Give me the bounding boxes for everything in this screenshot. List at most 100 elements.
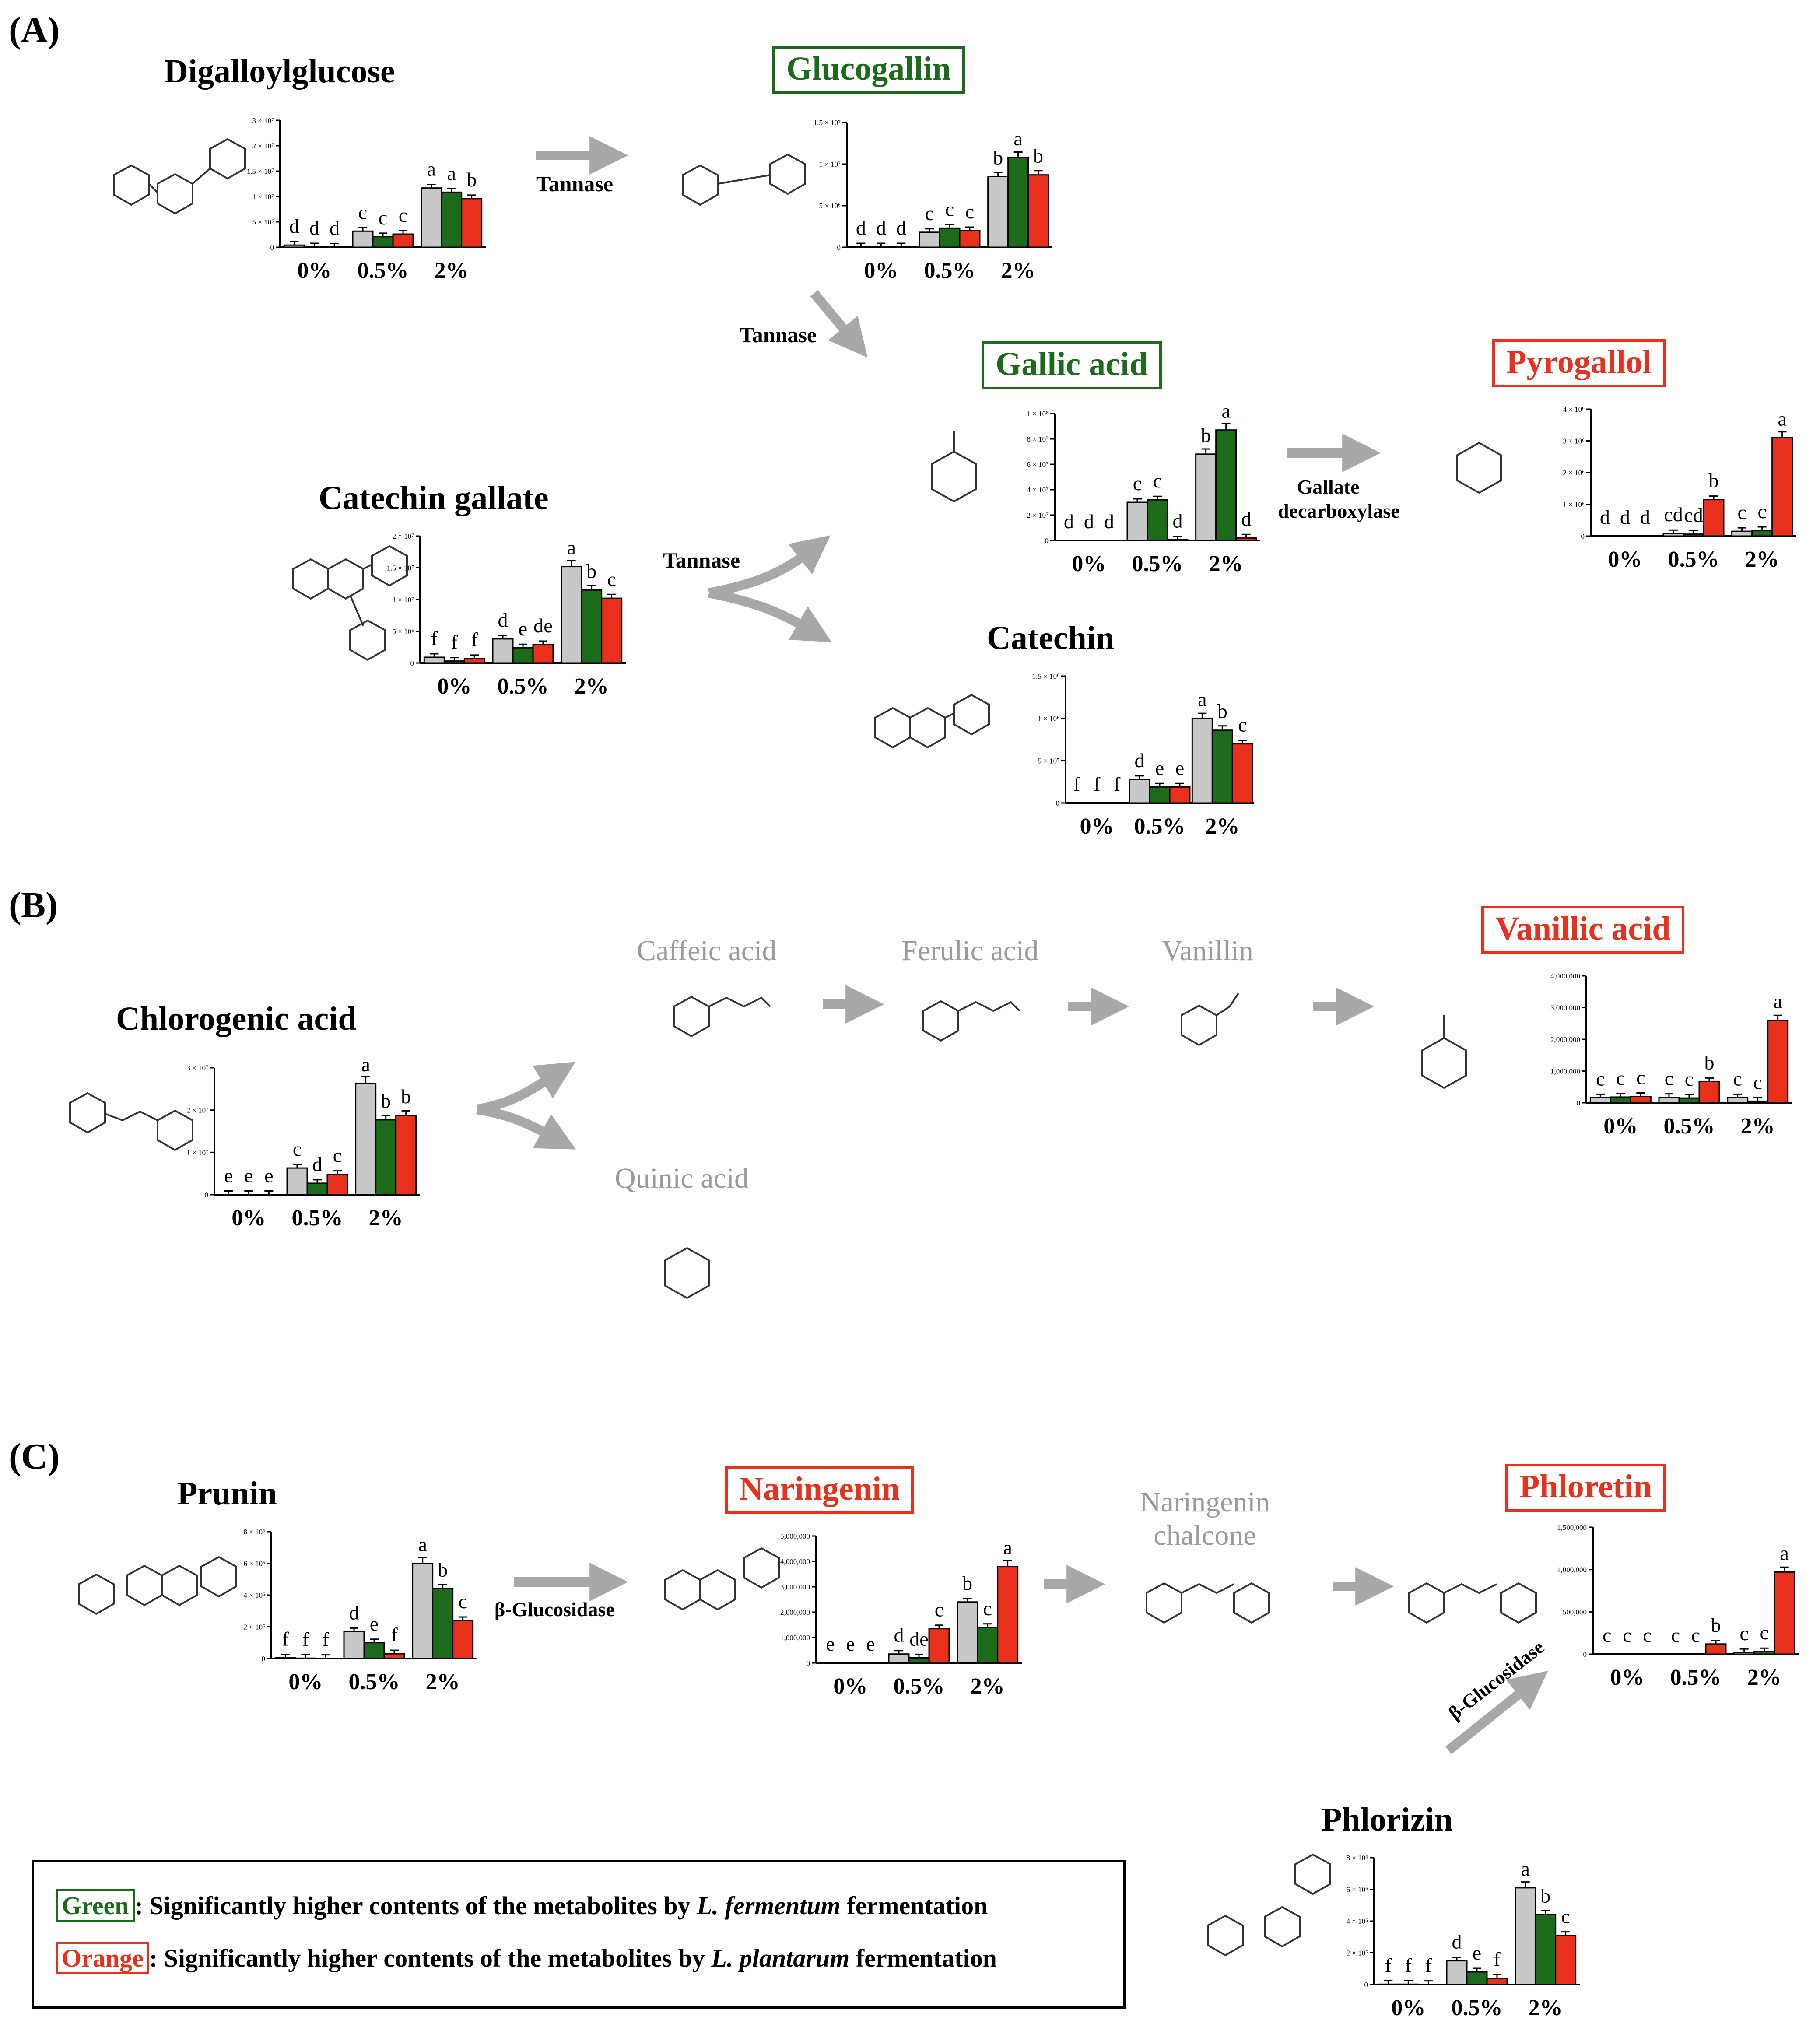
chart-bar — [1027, 174, 1049, 248]
chart-significance-letter: c — [1671, 1624, 1680, 1646]
chart-significance-letter: c — [945, 198, 954, 220]
chart-y-tick-label: 0 — [837, 243, 841, 252]
chart-bar — [461, 198, 483, 248]
chart-category-label: 2% — [575, 674, 609, 699]
structure-quinic-acid — [664, 1247, 710, 1299]
chart-significance-letter: de — [909, 1627, 928, 1650]
chart-y-tick-label: 4,000,000 — [1550, 972, 1580, 980]
structure-caffeic-acid — [673, 996, 771, 1038]
chart-category-label: 0.5% — [1670, 1665, 1722, 1690]
chart-y-tick-label: 3 × 10⁶ — [1563, 437, 1585, 445]
chart-category-label: 2% — [1747, 1665, 1781, 1690]
chart-significance-letter: c — [935, 1599, 943, 1621]
chart-significance-letter: d — [1600, 506, 1610, 528]
chart-significance-letter: a — [1780, 1542, 1788, 1564]
chart-significance-letter: c — [607, 568, 616, 590]
chart-significance-letter: e — [826, 1633, 835, 1655]
enzyme-tannase-1: Tannase — [536, 172, 614, 196]
chart-significance-letter: b — [466, 168, 477, 191]
chart-significance-letter: c — [1643, 1624, 1652, 1646]
enzyme-gallate-decarboxylase: Gallate decarboxylase — [1278, 475, 1400, 523]
structure-glucogallin — [682, 153, 806, 206]
chart-y-tick-label: 0 — [1056, 799, 1060, 807]
title-glucogallin: Glucogallin — [772, 46, 965, 94]
chart-significance-letter: c — [983, 1597, 992, 1620]
chart-y-tick-label: 2 × 10⁶ — [1563, 469, 1585, 477]
chart-y-tick-label: 8 × 10⁶ — [243, 1528, 265, 1536]
chart-significance-letter: f — [1494, 1948, 1501, 1971]
legend-green-tail: fermentation — [840, 1891, 988, 1920]
chart-significance-letter: c — [1238, 714, 1247, 736]
chart-significance-letter: c — [333, 1144, 342, 1167]
chart-significance-letter: c — [1691, 1624, 1700, 1646]
chart-significance-letter: a — [1003, 1536, 1012, 1559]
chart-significance-letter: de — [533, 614, 552, 637]
enzyme-glucosidase-2: β-Glucosidase — [1444, 1636, 1548, 1724]
chart-significance-letter: a — [427, 158, 435, 180]
chart-y-tick-label: 8 × 10⁷ — [1027, 435, 1049, 443]
legend: Green: Significantly higher contents of … — [32, 1860, 1126, 2009]
chart-y-tick-label: 1 × 10⁷ — [392, 596, 414, 604]
chart-y-tick-label: 0 — [1581, 532, 1585, 540]
chart-category-label: 0% — [297, 258, 331, 283]
chart-significance-letter: cd — [1664, 503, 1683, 526]
legend-orange-swatch: Orange — [56, 1942, 149, 1974]
chart-category-label: 0.5% — [894, 1674, 945, 1699]
chart-bar — [1169, 786, 1191, 804]
chart-y-tick-label: 5 × 10⁶ — [252, 218, 274, 226]
chart-category-label: 0% — [1610, 1665, 1644, 1690]
chart-y-tick-label: 1.5 × 10⁷ — [387, 564, 414, 572]
chart-significance-letter: c — [379, 207, 387, 229]
chart-bar — [959, 230, 981, 248]
chart-significance-letter: e — [370, 1613, 379, 1635]
chart-significance-letter: e — [244, 1164, 253, 1187]
chart-significance-letter: c — [458, 1590, 467, 1613]
chart-significance-letter: d — [856, 217, 866, 239]
chart-significance-letter: b — [401, 1085, 411, 1108]
chart-bar — [363, 1642, 385, 1659]
title-naringenin: Naringenin — [725, 1466, 914, 1514]
chart-category-label: 0% — [1391, 1995, 1425, 2020]
chart-significance-letter: b — [381, 1090, 391, 1112]
chart-y-tick-label: 5 × 10⁶ — [392, 628, 414, 636]
chart-category-label: 2% — [1529, 1995, 1563, 2020]
chart-y-tick-label: 2 × 10⁶ — [1346, 1949, 1368, 1957]
chart-category-label: 0.5% — [1132, 551, 1183, 576]
chart-y-tick-label: 3 × 10⁷ — [252, 116, 274, 125]
chart-significance-letter: c — [1685, 1068, 1694, 1090]
chart-significance-letter: f — [302, 1628, 309, 1650]
chart-bar — [326, 1174, 348, 1196]
chart-significance-letter: a — [1521, 1858, 1529, 1880]
naringenin-chalcone-line-1: Naringenin — [1140, 1486, 1270, 1518]
chart-significance-letter: c — [965, 200, 974, 223]
gallate-decarboxylase-line-2: decarboxylase — [1278, 500, 1400, 523]
chart-significance-letter: b — [586, 560, 596, 582]
chart-bar — [1007, 157, 1029, 248]
chart-y-tick-label: 1 × 10⁶ — [1038, 715, 1059, 723]
chart-significance-letter: f — [471, 628, 478, 651]
chart-bar — [1703, 499, 1725, 537]
chart-bar — [452, 1620, 474, 1659]
chart-significance-letter: a — [1198, 688, 1206, 711]
chart-y-tick-label: 0 — [1045, 537, 1049, 545]
structure-naringenin-chalcone — [1146, 1582, 1270, 1624]
title-caffeic-acid: Caffeic acid — [637, 935, 777, 967]
legend-green-swatch: Green — [56, 1889, 135, 1922]
chart-category-label: 0% — [231, 1206, 266, 1231]
chart-y-tick-label: 0 — [270, 243, 274, 252]
chart-significance-letter: c — [1133, 472, 1142, 494]
chart-significance-letter: b — [1201, 424, 1211, 446]
chart-significance-letter: d — [1452, 1931, 1462, 1953]
chart-significance-letter: f — [323, 1628, 330, 1651]
chart-y-tick-label: 1 × 10⁷ — [252, 193, 274, 201]
chart-y-tick-label: 1 × 10⁶ — [1563, 501, 1585, 509]
chart-significance-letter: f — [1385, 1954, 1392, 1976]
chart-y-tick-label: 0 — [262, 1655, 266, 1663]
chart-significance-letter: e — [846, 1633, 855, 1655]
chart-significance-letter: c — [1623, 1624, 1631, 1646]
chart-significance-letter: b — [1711, 1614, 1721, 1636]
